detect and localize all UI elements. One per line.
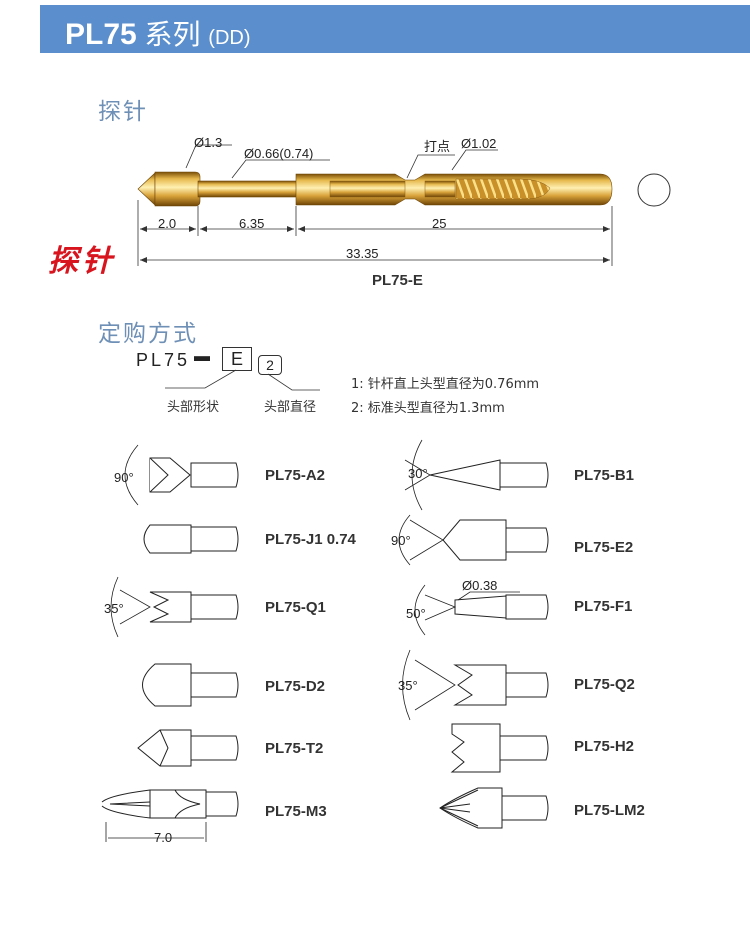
- barrel-length-label: 25: [432, 216, 447, 231]
- section-probe-title: 探针: [98, 99, 148, 125]
- shaft-f1: [505, 594, 549, 620]
- barrel: [295, 173, 613, 206]
- model-q2: PL75-Q2: [574, 676, 635, 693]
- shaft-diameter-label: Ø0.66(0.74): [244, 146, 314, 161]
- model-t2: PL75-T2: [265, 740, 324, 757]
- shaft-e2: [505, 527, 549, 553]
- order-code: PL75: [136, 350, 191, 370]
- tip-length-label: 2.0: [158, 216, 177, 231]
- dim-m3: 7.0: [154, 830, 173, 845]
- model-h2: PL75-H2: [574, 738, 635, 755]
- shaft-j1: [190, 526, 239, 552]
- barrel-diameter-label: Ø1.02: [461, 136, 497, 151]
- order-note-1: 1: 针杆直上头型直径为0.76mm: [351, 377, 540, 392]
- model-a2: PL75-A2: [265, 467, 326, 484]
- dimple-label: 打点: [424, 139, 451, 154]
- dim-f1: Ø0.38: [462, 578, 498, 593]
- order-note-2: 2: 标准头型直径为1.3mm: [351, 401, 505, 416]
- order-dash: ▬: [194, 348, 210, 365]
- title-model: PL75: [65, 18, 137, 51]
- model-j1: PL75-J1 0.74: [265, 531, 356, 548]
- plunger-length-label: 6.35: [239, 216, 265, 231]
- plunger-tip: [137, 171, 201, 207]
- angle-q1: 35°: [104, 601, 124, 616]
- title-series: 系列: [144, 19, 201, 50]
- shaft-lm2: [501, 795, 549, 821]
- header-bar: PL75 系列 (DD): [40, 5, 750, 53]
- angle-q2: 35°: [398, 678, 418, 693]
- tip-diameter-label: Ø1.3: [194, 135, 223, 150]
- model-lm2: PL75-LM2: [574, 802, 645, 819]
- order-box-shape: E: [222, 347, 252, 371]
- shaft-b1: [499, 462, 549, 488]
- model-q1: PL75-Q1: [265, 599, 326, 616]
- shaft-m3: [205, 791, 239, 817]
- order-box-diameter: 2: [258, 355, 282, 375]
- model-m3: PL75-M3: [265, 803, 327, 820]
- model-b1: PL75-B1: [574, 467, 635, 484]
- model-e2: PL75-E2: [574, 539, 634, 556]
- shaft-q1: [190, 594, 239, 620]
- model-f1: PL75-F1: [574, 598, 633, 615]
- order-label-shape: 头部形状: [167, 400, 220, 415]
- shaft-h2: [499, 735, 549, 761]
- angle-a2: 90°: [114, 470, 134, 485]
- drawing-model-label: PL75-E: [372, 272, 423, 289]
- order-label-diameter: 头部直径: [264, 400, 317, 415]
- shaft-a2: [190, 462, 239, 488]
- shaft-q2: [505, 672, 549, 698]
- page-title: PL75 系列 (DD): [65, 13, 251, 53]
- shaft-d2: [190, 672, 239, 698]
- total-length-label: 33.35: [346, 246, 379, 261]
- shaft-t2: [190, 735, 239, 761]
- angle-f1: 50°: [406, 606, 426, 621]
- section-order-title: 定购方式: [98, 321, 198, 347]
- title-suffix: (DD): [208, 27, 251, 49]
- angle-e2: 90°: [391, 533, 411, 548]
- end-view-circle: [637, 173, 671, 207]
- angle-b1: 30°: [408, 466, 428, 481]
- model-d2: PL75-D2: [265, 678, 326, 695]
- probe-red-label: 探针: [48, 244, 116, 279]
